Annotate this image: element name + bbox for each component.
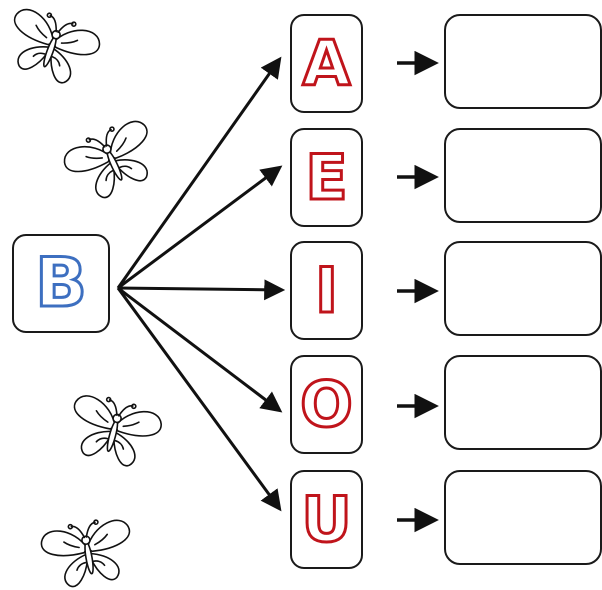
arrow-to-i — [117, 279, 286, 301]
vowel-box-u: U — [290, 470, 363, 569]
arrow-to-o — [117, 286, 283, 413]
arrow-to-u — [116, 287, 282, 512]
butterfly-icon — [62, 388, 166, 473]
vowel-letter-a: A — [301, 26, 352, 100]
answer-box-u[interactable] — [444, 470, 602, 565]
vowel-box-a: A — [290, 14, 363, 113]
answer-box-e[interactable] — [444, 128, 602, 223]
arrow-to-e — [117, 165, 283, 290]
vowel-letter-e: E — [304, 140, 349, 214]
butterfly-icon — [0, 1, 105, 92]
consonant-box: B — [12, 234, 110, 333]
vowel-letter-i: I — [313, 253, 339, 327]
answer-box-a[interactable] — [444, 14, 602, 109]
vowel-letter-o: O — [299, 367, 355, 441]
vowel-box-i: I — [290, 241, 363, 340]
vowel-letter-u: U — [300, 482, 353, 556]
vowel-box-o: O — [290, 355, 363, 454]
butterfly-icon — [38, 513, 139, 590]
butterfly-icon — [58, 113, 167, 209]
vowel-box-e: E — [290, 128, 363, 227]
arrow-to-a — [116, 56, 282, 289]
answer-box-i[interactable] — [444, 241, 602, 336]
consonant-letter: B — [34, 243, 89, 323]
answer-box-o[interactable] — [444, 355, 602, 450]
